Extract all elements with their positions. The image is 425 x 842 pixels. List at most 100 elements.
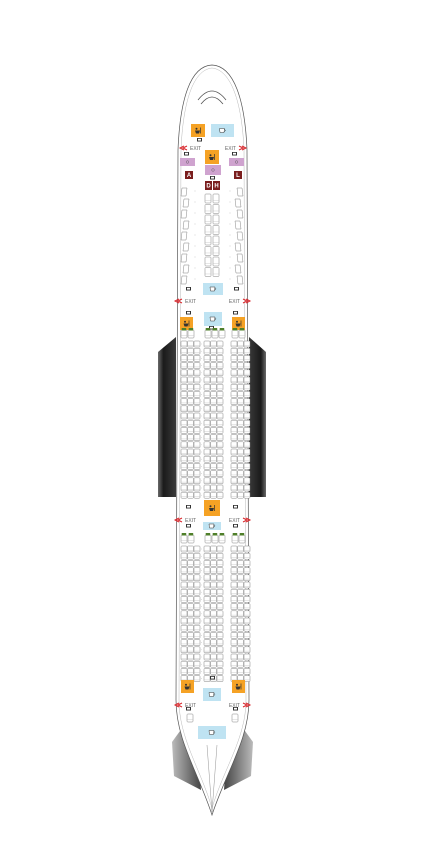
bar-seat[interactable] [205,181,212,190]
seat[interactable] [180,646,188,654]
seat[interactable] [187,574,194,582]
seat[interactable] [180,231,188,241]
seat[interactable] [210,434,217,441]
seat[interactable] [243,463,251,470]
seat[interactable] [216,391,224,398]
seat[interactable] [212,256,220,267]
seat[interactable] [193,668,201,675]
seat[interactable] [237,581,244,589]
seat[interactable] [180,596,188,603]
seat[interactable] [203,398,211,405]
seat[interactable] [230,448,238,456]
seat[interactable] [180,603,188,610]
seat[interactable] [193,376,201,384]
seat[interactable] [210,398,217,405]
seat[interactable] [216,552,224,560]
seat[interactable] [210,581,217,589]
seat[interactable] [216,441,224,449]
seat[interactable] [203,588,211,596]
seat[interactable] [210,610,217,618]
seat[interactable] [210,632,217,639]
seat[interactable] [237,340,244,348]
seat[interactable] [180,560,188,567]
seat[interactable] [204,204,212,214]
seat[interactable] [203,603,211,610]
seat[interactable] [180,668,188,675]
seat[interactable] [187,567,194,574]
seat[interactable] [180,610,188,618]
seat[interactable] [230,347,238,355]
seat[interactable] [216,668,224,675]
seat[interactable] [234,264,242,274]
seat[interactable] [186,713,194,723]
seat[interactable] [210,362,217,369]
seat[interactable] [187,646,194,654]
seat[interactable] [243,398,251,405]
seat[interactable] [243,383,251,391]
seat[interactable] [193,362,201,369]
seat[interactable] [237,412,244,420]
seat[interactable] [212,246,220,256]
seat[interactable] [210,477,217,485]
seat[interactable] [193,470,201,477]
seat[interactable] [193,412,201,420]
seat[interactable] [203,376,211,384]
seat[interactable] [243,362,251,369]
seat[interactable] [210,617,217,625]
seat[interactable] [216,639,224,646]
seat[interactable] [237,477,244,485]
seat[interactable] [237,376,244,384]
seat[interactable] [237,383,244,391]
seat[interactable] [230,668,238,675]
seat[interactable] [230,588,238,596]
seat[interactable] [193,369,201,377]
seat[interactable] [230,455,238,463]
seat[interactable] [236,231,244,241]
seat[interactable] [187,581,194,589]
seat[interactable] [187,369,194,377]
seat[interactable] [180,383,188,391]
seat[interactable] [243,624,251,632]
seat[interactable] [187,653,194,661]
seat[interactable] [193,455,201,463]
seat[interactable] [210,596,217,603]
seat[interactable] [243,617,251,625]
seat[interactable] [210,441,217,449]
seat[interactable] [230,340,238,348]
seat[interactable] [193,646,201,654]
seat[interactable] [187,463,194,470]
seat[interactable] [193,567,201,574]
seat[interactable] [203,448,211,456]
seat[interactable] [180,376,188,384]
seat[interactable] [230,427,238,434]
seat[interactable] [187,340,194,348]
seat[interactable] [216,617,224,625]
seat[interactable] [180,581,188,589]
seat[interactable] [187,668,194,675]
seat[interactable] [204,267,212,277]
seat[interactable] [230,567,238,574]
seat[interactable] [210,646,217,654]
seat[interactable] [203,355,211,362]
seat[interactable] [212,235,220,246]
seat[interactable] [210,567,217,574]
seat[interactable] [193,441,201,449]
seat[interactable] [180,391,188,398]
seat[interactable] [193,434,201,441]
seat[interactable] [237,545,244,553]
seat[interactable] [204,235,212,246]
seat[interactable] [180,419,188,427]
seat[interactable] [180,412,188,420]
seat[interactable] [216,491,224,499]
seat[interactable] [182,242,190,252]
seat[interactable] [243,653,251,661]
seat[interactable] [230,398,238,405]
seat[interactable] [237,455,244,463]
seat[interactable] [237,405,244,413]
seat[interactable] [216,574,224,582]
seat[interactable] [193,632,201,639]
seat[interactable] [243,552,251,560]
seat[interactable] [180,398,188,405]
seat[interactable] [237,574,244,582]
seat[interactable] [187,441,194,449]
